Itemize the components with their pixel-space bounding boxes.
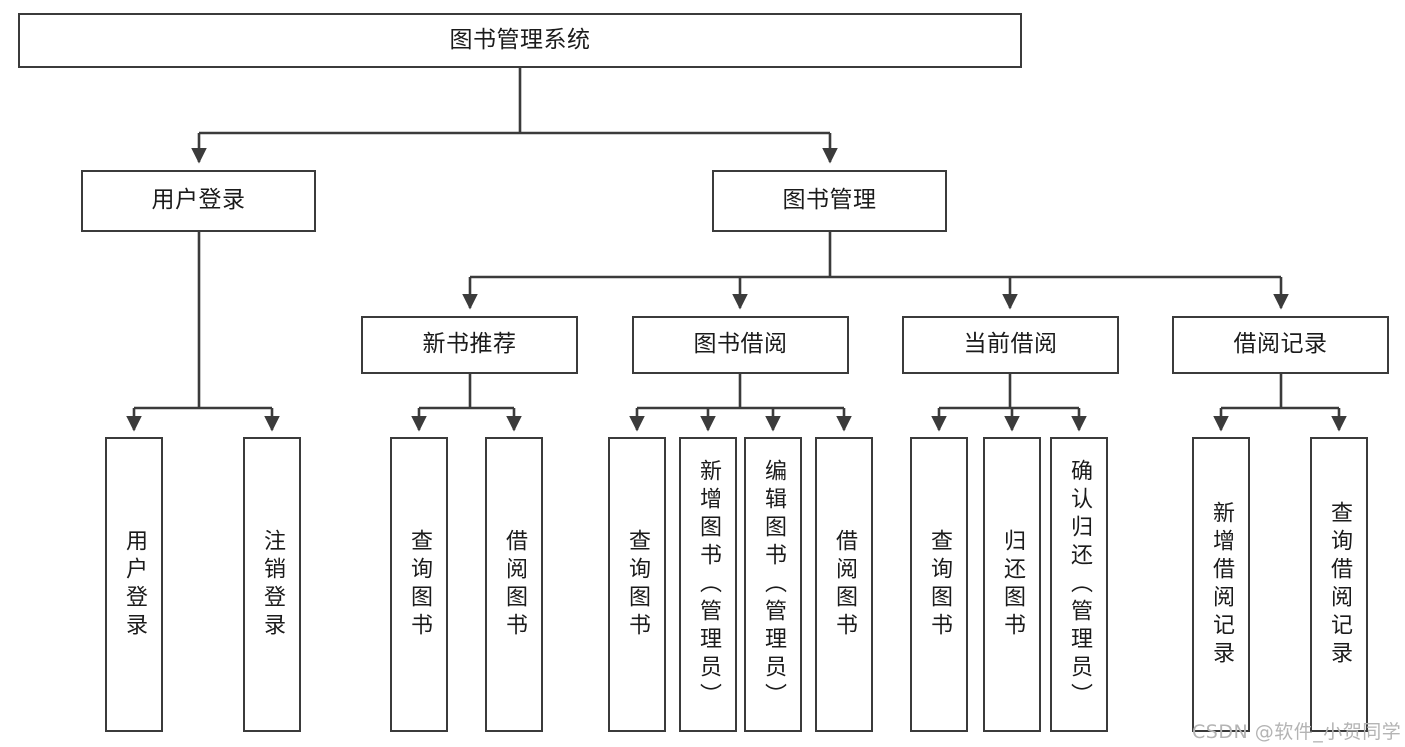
- leaf-query-book-current[interactable]: 查询图书: [910, 437, 968, 732]
- leaf-borrow-book-recommend[interactable]: 借阅图书: [485, 437, 543, 732]
- node-label: 新书推荐: [422, 331, 517, 358]
- leaf-confirm-return-admin[interactable]: 确认归还（管理员）: [1050, 437, 1108, 732]
- node-user-login[interactable]: 用户登录: [81, 170, 316, 232]
- node-label: 图书管理: [782, 187, 877, 214]
- node-label: 新增图书（管理员）: [696, 458, 721, 711]
- leaf-user-login[interactable]: 用户登录: [105, 437, 163, 732]
- node-label: 查询图书: [407, 528, 432, 641]
- node-label: 用户登录: [151, 187, 246, 214]
- node-label: 查询图书: [927, 528, 952, 641]
- node-label: 借阅图书: [502, 528, 527, 641]
- leaf-query-book-borrow[interactable]: 查询图书: [608, 437, 666, 732]
- leaf-query-borrow-record[interactable]: 查询借阅记录: [1310, 437, 1368, 732]
- node-label: 确认归还（管理员）: [1067, 458, 1092, 711]
- node-new-book-recommend[interactable]: 新书推荐: [361, 316, 578, 374]
- node-label: 借阅记录: [1233, 331, 1328, 358]
- leaf-add-book-admin[interactable]: 新增图书（管理员）: [679, 437, 737, 732]
- node-label: 归还图书: [1000, 528, 1025, 641]
- node-label: 用户登录: [122, 528, 147, 641]
- node-label: 新增借阅记录: [1209, 500, 1234, 669]
- node-label: 图书管理系统: [449, 26, 591, 53]
- leaf-add-borrow-record[interactable]: 新增借阅记录: [1192, 437, 1250, 732]
- node-label: 查询借阅记录: [1327, 500, 1352, 669]
- node-current-borrow[interactable]: 当前借阅: [902, 316, 1119, 374]
- node-book-borrow[interactable]: 图书借阅: [632, 316, 849, 374]
- node-label: 查询图书: [625, 528, 650, 641]
- leaf-edit-book-admin[interactable]: 编辑图书（管理员）: [744, 437, 802, 732]
- leaf-return-book[interactable]: 归还图书: [983, 437, 1041, 732]
- node-label: 注销登录: [260, 528, 285, 641]
- node-label: 借阅图书: [832, 528, 857, 641]
- node-borrow-records[interactable]: 借阅记录: [1172, 316, 1389, 374]
- node-book-management[interactable]: 图书管理: [712, 170, 947, 232]
- leaf-query-book-recommend[interactable]: 查询图书: [390, 437, 448, 732]
- node-label: 编辑图书（管理员）: [761, 458, 786, 711]
- node-label: 当前借阅: [963, 331, 1058, 358]
- leaf-borrow-book[interactable]: 借阅图书: [815, 437, 873, 732]
- csdn-watermark: CSDN @软件_小贺同学: [1192, 721, 1402, 743]
- node-root-system[interactable]: 图书管理系统: [18, 13, 1022, 68]
- leaf-logout[interactable]: 注销登录: [243, 437, 301, 732]
- node-label: 图书借阅: [693, 331, 788, 358]
